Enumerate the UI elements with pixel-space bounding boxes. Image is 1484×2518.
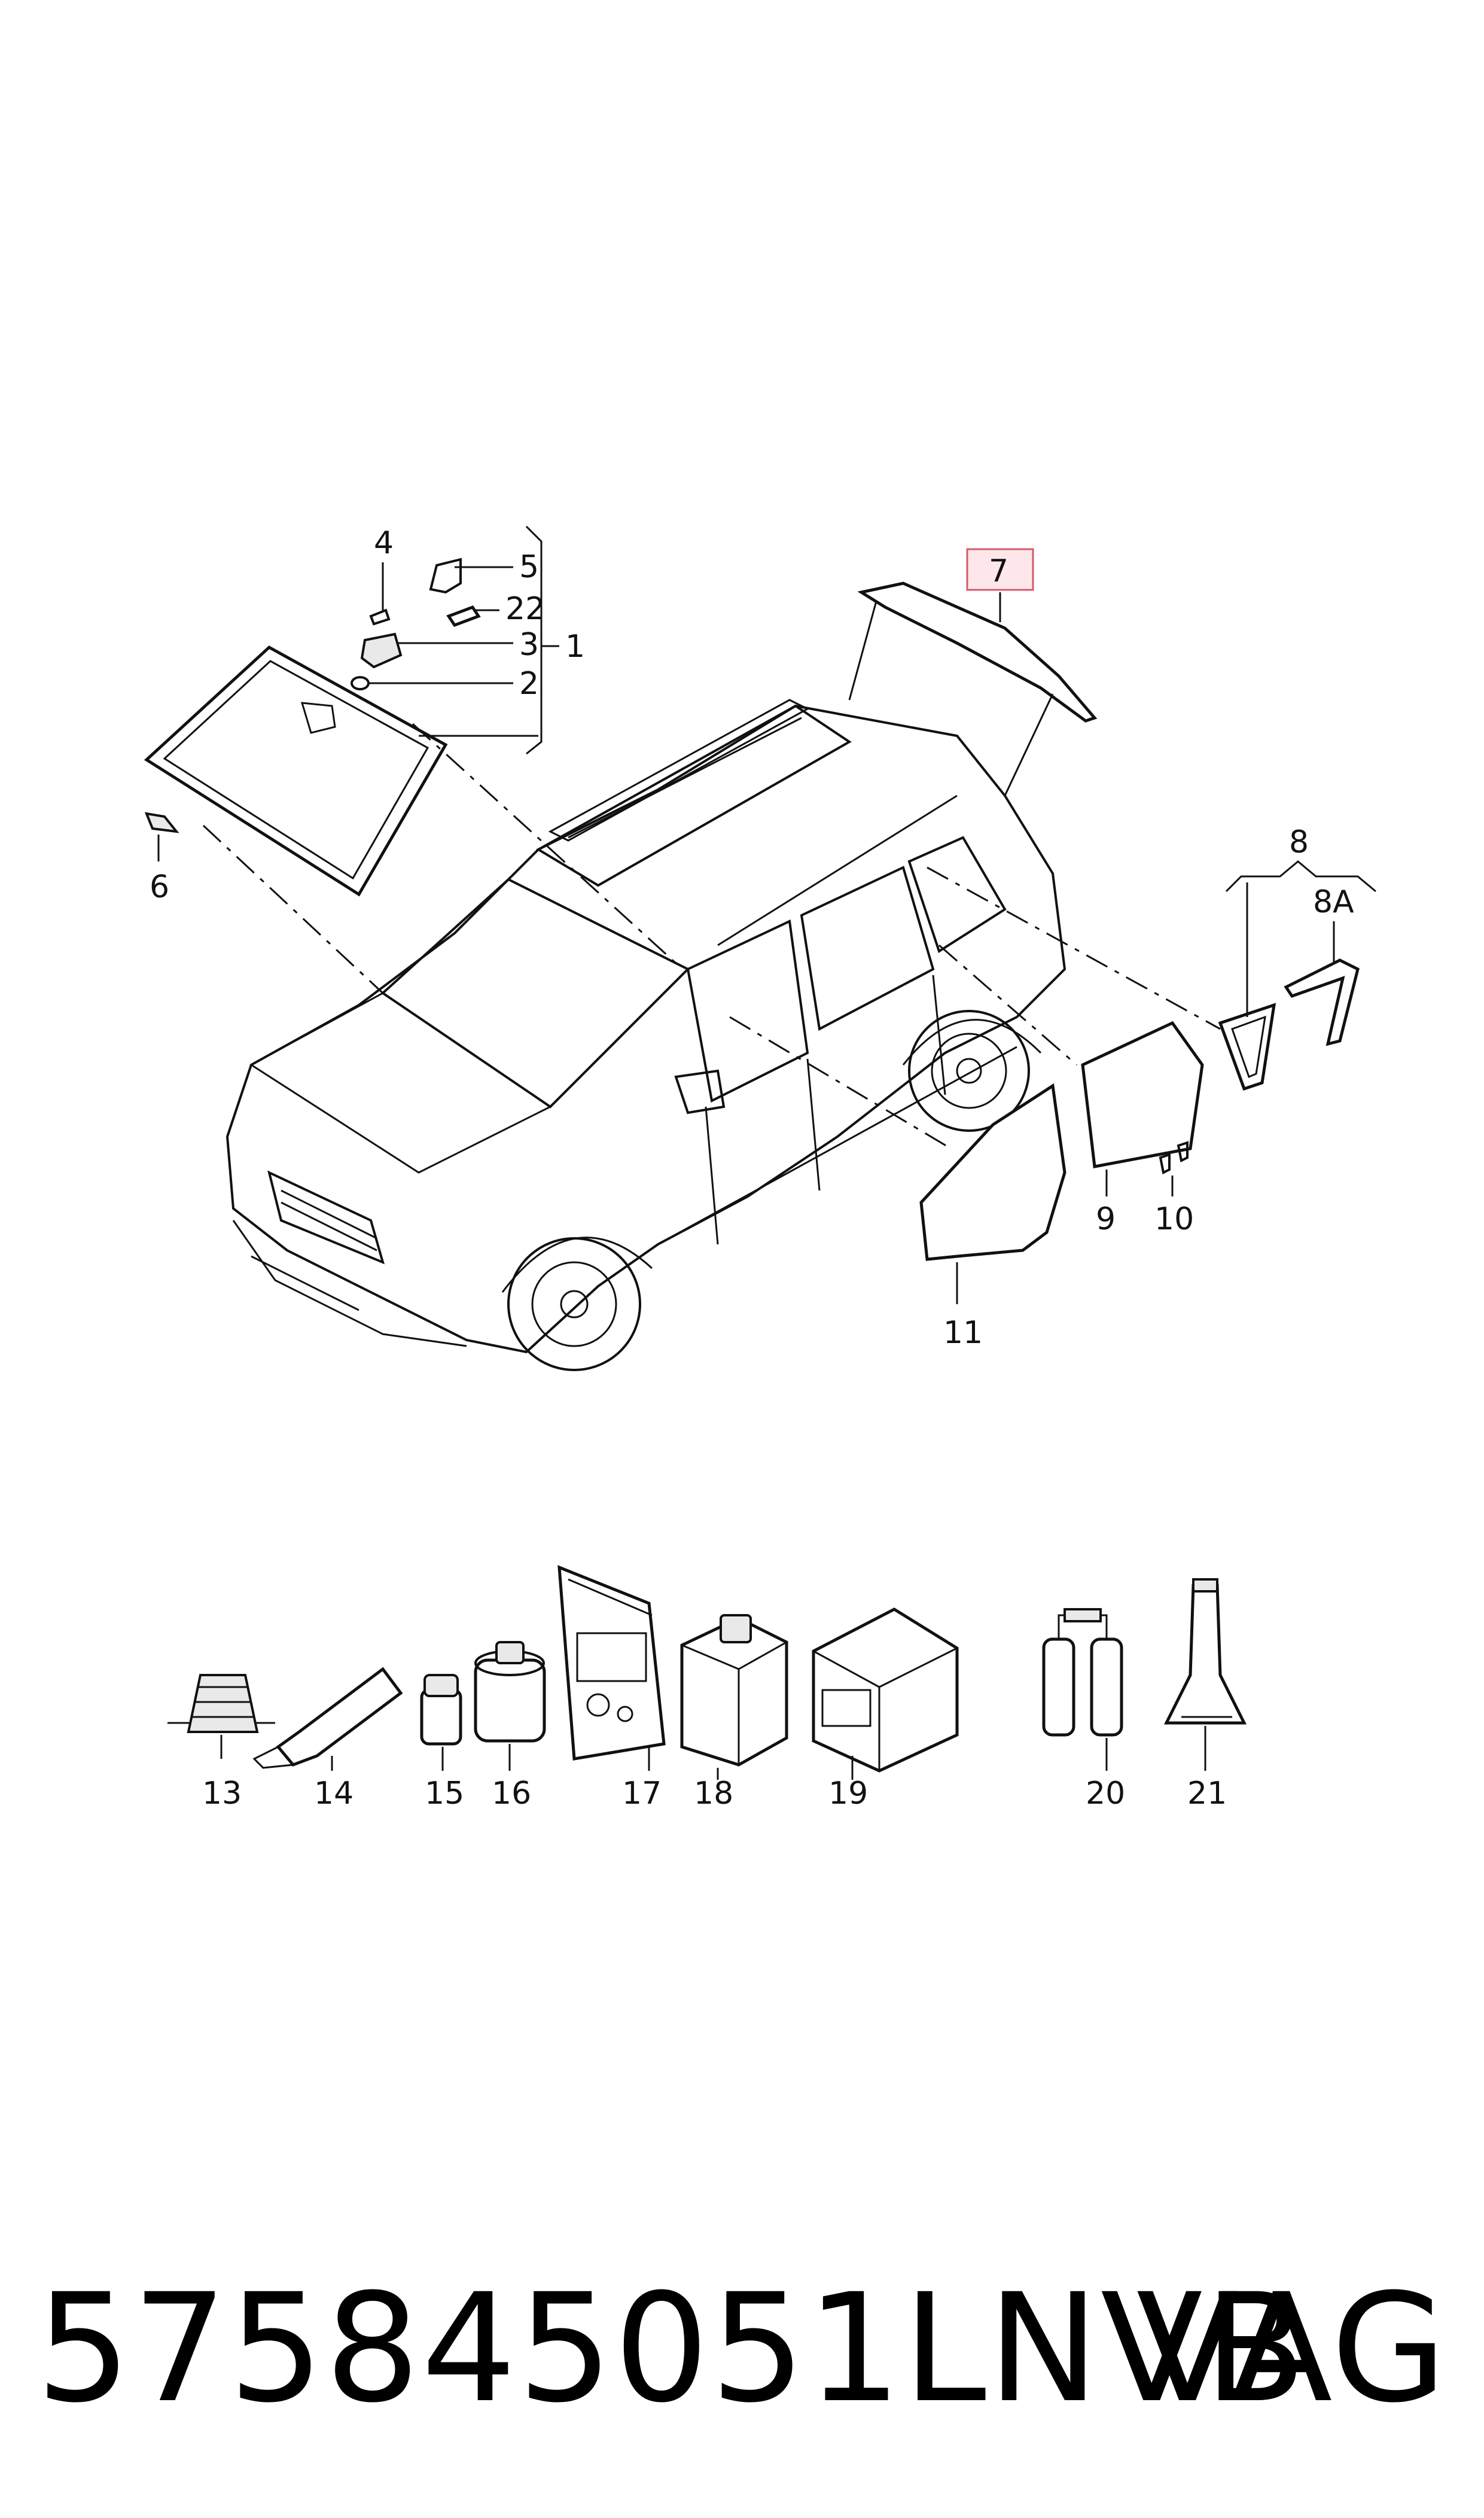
accessory-15-small-bottle — [420, 1674, 462, 1746]
callout-1: 1 — [565, 629, 585, 665]
callout-14: 14 — [314, 1776, 354, 1811]
leader-7b — [1004, 693, 1054, 796]
vehicle-outline — [226, 699, 1066, 1371]
callout-5: 5 — [519, 549, 539, 585]
windshield-part — [144, 645, 448, 897]
accessory-19-box — [812, 1607, 959, 1773]
group-8-bracket — [1225, 860, 1376, 1017]
accessory-20-cartridges — [1042, 1608, 1123, 1737]
part-6-wedge — [144, 812, 179, 833]
assembly-lines — [202, 723, 1221, 1150]
part-number: 575845051LNVB — [36, 2261, 1308, 2435]
callout-19: 19 — [828, 1776, 868, 1811]
brand-label: VAG — [1136, 2261, 1448, 2435]
callout-16: 16 — [492, 1776, 531, 1811]
callout-17: 17 — [622, 1776, 662, 1811]
callout-7-highlight — [966, 548, 1034, 591]
quarter-window-part-8 — [1218, 1003, 1276, 1091]
callout-4: 4 — [374, 525, 394, 561]
accessory-21-nozzle — [1163, 1578, 1247, 1725]
callout-20: 20 — [1086, 1776, 1125, 1811]
quarter-window-part-8a — [1284, 958, 1360, 1046]
rear-door-glass-part-9 — [1081, 1021, 1204, 1168]
accessory-leaders — [157, 562, 1206, 1780]
part-5-bracket — [429, 558, 462, 594]
footer: 575845051LNVB VAG — [36, 2261, 1448, 2441]
part-4-clip — [369, 608, 391, 626]
front-door-glass-part-11 — [919, 1083, 1066, 1261]
callout-7: 7 — [989, 553, 1008, 589]
callout-13: 13 — [202, 1776, 242, 1811]
callout-10: 10 — [1154, 1201, 1194, 1237]
clips-part-10 — [1159, 1141, 1189, 1174]
accessory-16-tin — [474, 1641, 546, 1743]
callout-labels: 4 5 22 3 1 2 6 7 8 8A 9 10 11 13 14 15 1… — [150, 525, 1354, 1811]
callout-8a: 8A — [1313, 884, 1354, 920]
part-2-seal — [351, 676, 370, 690]
callout-9: 9 — [1096, 1201, 1116, 1237]
callout-15: 15 — [425, 1776, 464, 1811]
callout-21: 21 — [1187, 1776, 1227, 1811]
callout-6: 6 — [150, 869, 169, 905]
callout-11: 11 — [943, 1315, 983, 1351]
callout-22: 22 — [505, 591, 545, 627]
callout-2: 2 — [519, 666, 539, 702]
accessory-14-tube — [252, 1667, 403, 1769]
accessory-18-bottle — [680, 1614, 788, 1767]
leader-7a — [848, 601, 877, 701]
accessory-13-sealing-cone — [167, 1674, 275, 1733]
callout-3: 3 — [519, 627, 539, 663]
part-3-sensor-housing — [360, 632, 403, 669]
accessory-17-pouch — [557, 1565, 666, 1761]
callout-18: 18 — [694, 1776, 733, 1811]
part-22-pad — [446, 605, 481, 628]
rear-window-part — [857, 581, 1098, 723]
group-1-bracket — [368, 525, 559, 755]
callout-8: 8 — [1289, 824, 1309, 860]
